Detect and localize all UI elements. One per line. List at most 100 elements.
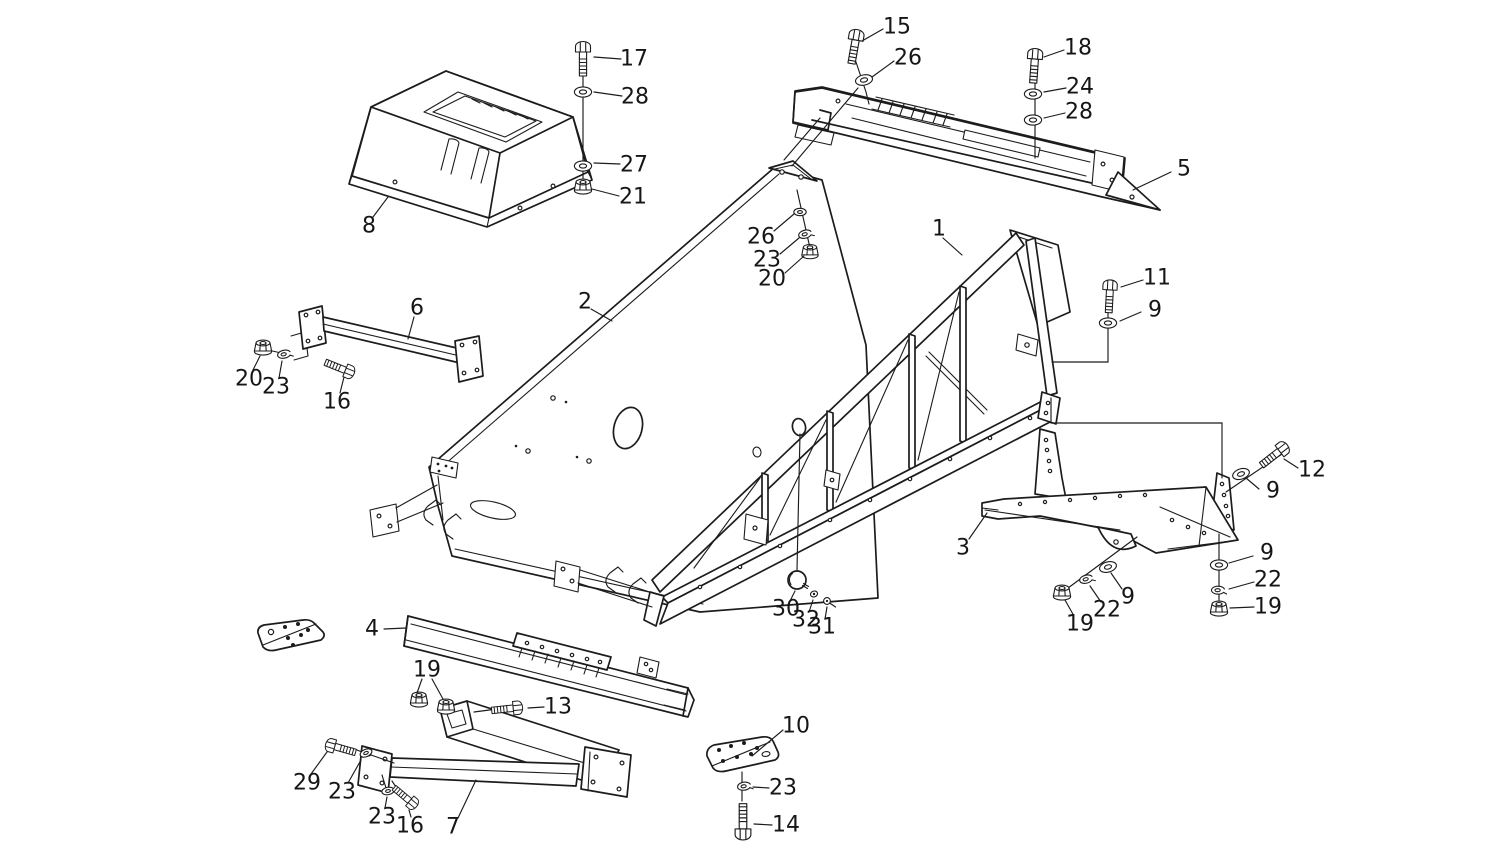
leader-line-19 (416, 678, 423, 694)
washer-9c (1209, 559, 1229, 571)
fasteners (253, 27, 1293, 841)
leader-line-10 (751, 729, 784, 757)
bolt-14 (734, 803, 752, 841)
lockwasher-23f (736, 780, 754, 792)
callout-label-9-flat-washer: 9 (1260, 541, 1274, 566)
callout-label-23-lock-washer: 23 (753, 248, 781, 273)
callout-label-31-screw: 31 (808, 615, 836, 640)
leader-line-26 (773, 213, 795, 232)
callout-label-16-hex-bolt: 16 (396, 814, 424, 839)
leader-line-22 (1089, 585, 1102, 603)
callout-label-11-hex-bolt: 11 (1143, 266, 1171, 291)
lockwasher-22c (1210, 585, 1228, 595)
leader-line-23 (347, 759, 362, 784)
callout-label-26-flat-washer: 26 (894, 46, 922, 71)
leader-line-29 (310, 751, 328, 775)
callout-label-19-hex-nut: 19 (413, 658, 441, 683)
leader-line-22 (1228, 581, 1255, 590)
nut-20b (801, 243, 819, 260)
nut-19d (1052, 584, 1072, 601)
part-4-cross-beam (403, 615, 695, 718)
leader-line-21 (591, 188, 620, 197)
leader-line-19 (431, 678, 444, 700)
leader-line-28 (593, 91, 623, 97)
callout-label-29-hex-bolt: 29 (293, 771, 321, 796)
callout-label-17-hex-bolt: 17 (620, 47, 648, 72)
leader-line-26 (871, 60, 895, 78)
callout-label-6-cross-tube: 6 (410, 296, 424, 321)
callout-label-26-flat-washer: 26 (747, 225, 775, 250)
leader-line-19 (1229, 606, 1255, 609)
leader-line-5 (1132, 171, 1172, 191)
screw-31 (823, 597, 837, 608)
callout-label-23-lock-washer: 23 (769, 776, 797, 801)
callout-label-14-hex-bolt: 14 (772, 813, 800, 838)
callout-label-28-flat-washer: 28 (621, 85, 649, 110)
callout-label-9-flat-washer: 9 (1266, 479, 1280, 504)
mounting-plate-left (257, 618, 325, 652)
callout-label-19-hex-nut: 19 (1066, 612, 1094, 637)
leader-line-9 (1119, 311, 1142, 322)
leader-line-9 (1245, 477, 1260, 490)
leader-line-3 (968, 512, 988, 540)
callout-label-23-lock-washer: 23 (368, 805, 396, 830)
callout-label-20-hex-nut: 20 (235, 367, 263, 392)
leader-line-28 (1043, 112, 1066, 119)
leader-line-18 (1043, 49, 1065, 58)
leader-line-6 (407, 316, 415, 340)
leader-line-12 (1283, 458, 1299, 469)
nut-19c (1209, 600, 1229, 617)
leader-line-17 (593, 56, 622, 60)
nut-19a (409, 691, 429, 708)
washer-24 (1023, 88, 1043, 100)
callout-label-15-hex-bolt: 15 (883, 15, 911, 40)
nut-20a (253, 339, 273, 356)
leader-line-8 (372, 196, 389, 218)
callout-label-18-hex-bolt: 18 (1064, 36, 1092, 61)
callout-label-22-lock-washer: 22 (1093, 598, 1121, 623)
callout-label-16-hex-bolt: 16 (323, 390, 351, 415)
callout-label-32-washer: 32 (792, 608, 820, 633)
callout-label-24-flat-washer: 24 (1066, 75, 1094, 100)
leader-line-14 (753, 823, 773, 826)
washer-27 (573, 160, 593, 172)
part-3-support-bracket (981, 428, 1239, 554)
callout-label-2-side-panel: 2 (578, 290, 592, 315)
bolt-18 (1025, 47, 1044, 85)
callout-label-12-hex-bolt: 12 (1298, 458, 1326, 483)
leader-line-4 (383, 627, 407, 630)
part-10-mounting-plate (706, 735, 780, 773)
leader-line-9 (1110, 572, 1123, 590)
callout-label-28-flat-washer: 28 (1065, 100, 1093, 125)
callout-label-20-hex-nut: 20 (758, 267, 786, 292)
callout-label-30-cap: 30 (772, 597, 800, 622)
callout-label-10-mounting-plate: 10 (782, 714, 810, 739)
callout-label-5-top-rail: 5 (1177, 157, 1191, 182)
callout-label-4-cross-beam: 4 (365, 617, 379, 642)
bolt-11 (1101, 279, 1119, 314)
bolt-15 (843, 27, 866, 66)
leader-line-7 (457, 779, 477, 819)
leader-line-9 (1228, 555, 1254, 564)
washer-28a (573, 86, 593, 98)
lockwasher-23a (276, 347, 294, 361)
callout-label-21-hex-nut: 21 (619, 185, 647, 210)
washer-9a (1098, 317, 1118, 329)
leader-line-24 (1043, 87, 1067, 93)
leader-line-19 (1064, 599, 1075, 617)
callout-label-9-flat-washer: 9 (1121, 585, 1135, 610)
bolt-12 (1256, 438, 1293, 472)
callout-label-7-v-frame: 7 (446, 815, 460, 840)
leader-line-23 (278, 360, 283, 379)
callout-label-13-hex-bolt: 13 (544, 695, 572, 720)
leader-line-27 (593, 162, 621, 165)
leader-line-2 (590, 308, 613, 322)
callout-label-23-lock-washer: 23 (262, 375, 290, 400)
callout-label-8-hopper-cover: 8 (362, 214, 376, 239)
part-6-cross-tube (290, 305, 484, 383)
washer-26b (793, 207, 807, 217)
callout-label-27-flat-washer: 27 (620, 153, 648, 178)
